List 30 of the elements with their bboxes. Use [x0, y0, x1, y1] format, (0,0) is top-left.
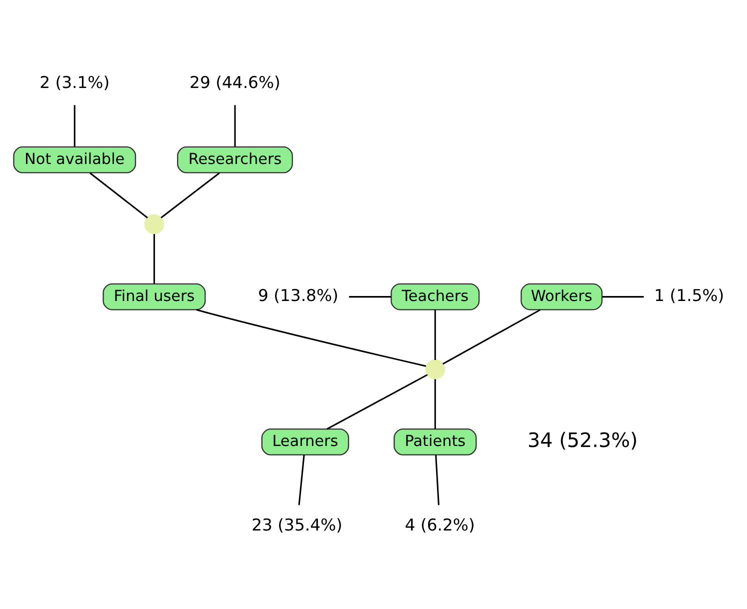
connector [234, 104, 236, 146]
connector [73, 104, 75, 146]
node-circle [144, 214, 164, 234]
node-circle [424, 358, 445, 379]
connector [602, 296, 644, 298]
connector [298, 454, 304, 505]
connector [348, 296, 391, 298]
node-text: 9 (13.8%) [257, 286, 338, 305]
node-text: 23 (35.4%) [251, 515, 342, 534]
connector [434, 378, 436, 428]
node-text: 4 (6.2%) [404, 515, 474, 534]
node-box: Learners [260, 428, 349, 455]
node-text: 1 (1.5%) [654, 286, 724, 305]
node-box: Patients [393, 428, 476, 455]
node-box: Researchers [176, 146, 292, 173]
connector [442, 308, 540, 364]
node-box: Final users [102, 282, 206, 310]
node-text: 29 (44.6%) [189, 72, 280, 92]
connector [160, 172, 220, 218]
connector [89, 172, 148, 218]
connector [326, 374, 428, 430]
node-box: Teachers [390, 282, 480, 310]
connector [152, 234, 154, 284]
node-box: Not available [12, 146, 136, 173]
label: 34 (52.3%) [526, 428, 638, 452]
connector [434, 454, 439, 505]
node-box: Workers [520, 282, 602, 310]
connector [434, 309, 436, 360]
node-text: 2 (3.1%) [39, 72, 110, 92]
connector [196, 308, 426, 366]
